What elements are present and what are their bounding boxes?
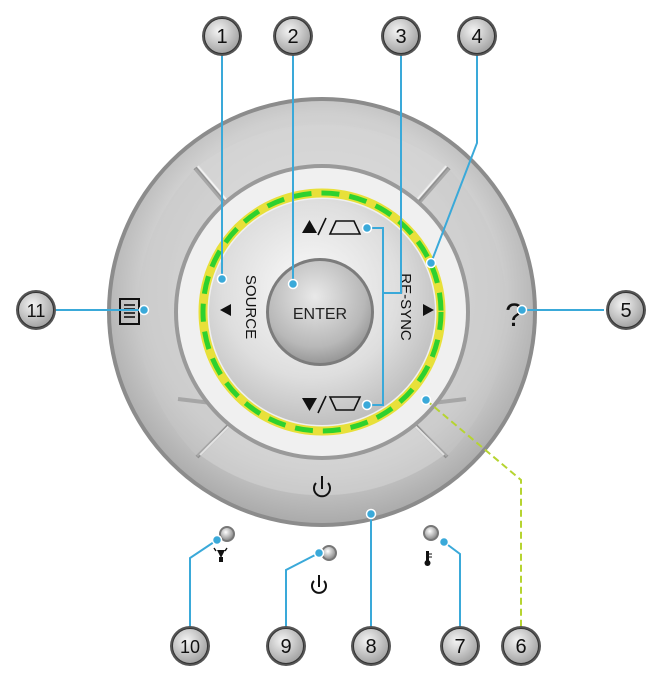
right-arrow-icon — [423, 304, 434, 316]
callout-badge-5: 5 — [606, 290, 646, 330]
up-keystone-button[interactable] — [302, 217, 362, 236]
resync-label: RE-SYNC — [397, 273, 414, 341]
callout-badge-8: 8 — [351, 626, 391, 666]
callout-number: 5 — [620, 300, 631, 322]
keystone-down-icon — [328, 396, 362, 411]
callout-number: 11 — [27, 301, 46, 321]
callout-badge-11: 11 — [16, 290, 56, 330]
source-label: SOURCE — [242, 275, 259, 339]
callout-badge-3: 3 — [381, 16, 421, 56]
callout-badge-2: 2 — [273, 16, 313, 56]
power-icon — [313, 476, 331, 498]
down-keystone-button[interactable] — [302, 395, 362, 414]
highlight-ring-green — [200, 190, 444, 434]
callout-number: 4 — [471, 26, 482, 48]
help-icon: ? — [505, 297, 523, 333]
temp-led — [423, 525, 439, 541]
leader-lines — [56, 55, 604, 632]
up-arrow-icon — [302, 220, 317, 233]
callout-badge-9: 9 — [266, 626, 306, 666]
keystone-up-icon — [328, 220, 362, 235]
power-indicator-icon — [311, 575, 327, 594]
callout-badge-6: 6 — [501, 626, 541, 666]
callout-number: 6 — [515, 636, 526, 658]
left-arrow-icon — [220, 304, 231, 316]
leader-line-6 — [425, 399, 522, 627]
down-arrow-icon — [302, 398, 317, 411]
callout-number: 9 — [280, 636, 291, 658]
callout-number: 8 — [365, 636, 376, 658]
leader-dots — [138, 222, 528, 559]
callout-badges: 1 2 3 4 5 6 7 8 9 10 11 — [16, 16, 646, 666]
enter-button[interactable]: ENTER — [266, 258, 374, 366]
callout-badge-1: 1 — [202, 16, 242, 56]
callout-number: 2 — [287, 26, 298, 48]
lamp-led — [219, 526, 235, 542]
callout-number: 1 — [216, 26, 227, 48]
power-led — [321, 545, 337, 561]
callout-badge-7: 7 — [440, 626, 480, 666]
callout-number: 3 — [395, 26, 406, 48]
source-button[interactable]: SOURCE — [220, 275, 259, 339]
callout-number: 10 — [180, 637, 200, 657]
enter-label: ENTER — [293, 306, 347, 323]
callout-number: 7 — [454, 636, 465, 658]
callout-badge-4: 4 — [457, 16, 497, 56]
thermometer-icon — [424, 551, 432, 566]
lamp-icon — [213, 547, 228, 562]
callout-badge-10: 10 — [170, 626, 210, 666]
